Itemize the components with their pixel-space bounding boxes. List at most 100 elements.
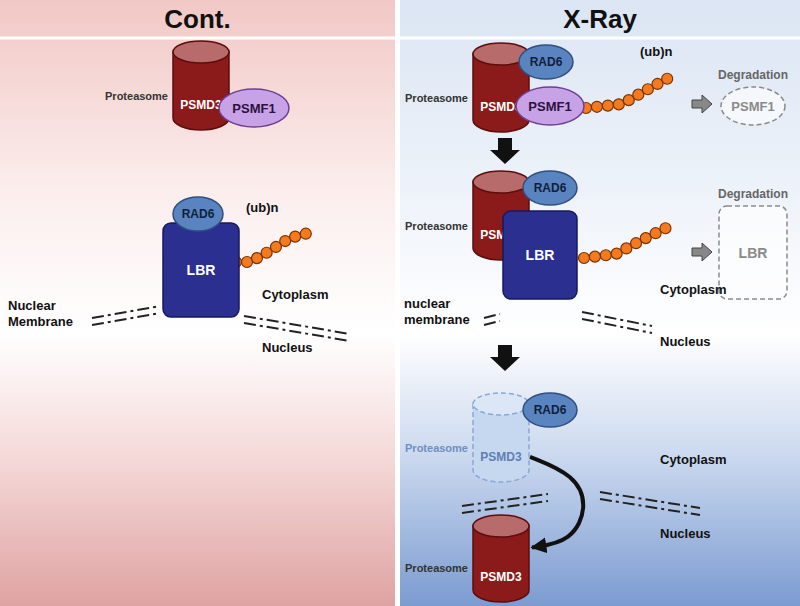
nuclear-membrane	[484, 321, 500, 325]
nuclear-membrane	[244, 316, 350, 334]
protein-ellipse	[523, 171, 577, 205]
protein-ellipse	[523, 393, 577, 427]
protein-name: PSMF1	[232, 101, 275, 116]
nuclear-membrane	[582, 312, 652, 326]
protein-name: PSMF1	[731, 99, 774, 114]
nuclear-membrane	[92, 306, 160, 318]
region-label: (ub)n	[640, 44, 672, 60]
cylinder-cap	[173, 41, 229, 63]
xray-panel: X-RayProteasomePSMD3RAD6PSMF1Degradation…	[400, 0, 800, 606]
header-separator	[0, 37, 395, 40]
header-separator	[400, 37, 800, 40]
ubiquitin-bead	[591, 101, 602, 112]
panel-title: Cont.	[0, 0, 395, 35]
region-label: Cytoplasm	[660, 452, 726, 468]
nuclear-membrane	[462, 501, 548, 513]
translocation-arrow	[530, 457, 583, 548]
ubiquitin-bead	[600, 250, 611, 261]
protein-shape	[472, 514, 530, 602]
step-arrow	[490, 345, 520, 371]
lbr-protein: LBR	[162, 222, 240, 318]
ubiquitin-chain	[581, 73, 673, 113]
nuclear-membrane	[244, 323, 350, 341]
proteasome-cylinder: ProteasomePSMD3	[472, 392, 530, 482]
protein-shape	[472, 392, 530, 482]
protein-name: PSMF1	[528, 99, 571, 114]
protein-ellipse	[721, 87, 785, 125]
ubiquitin-bead	[631, 238, 642, 249]
ubiquitin-bead	[581, 103, 592, 114]
degraded-psmf1: DegradationPSMF1	[720, 86, 786, 126]
protein-name: PSMD3	[480, 570, 521, 584]
rad6-protein: RAD6	[518, 44, 574, 80]
proteasome-label: Proteasome	[405, 442, 468, 454]
region-label: Cytoplasm	[262, 287, 328, 303]
cylinder-cap	[473, 171, 529, 193]
ubiquitin-bead	[652, 78, 663, 89]
cylinder	[473, 515, 529, 602]
proteasome-cylinder: ProteasomePSMD3	[172, 40, 230, 130]
ubiquitin-bead	[300, 228, 311, 239]
panel-title: X-Ray	[400, 0, 800, 35]
protein-name: RAD6	[182, 207, 215, 221]
ubiquitin-bead	[642, 84, 653, 95]
degradation-label: Degradation	[690, 68, 800, 82]
ubiquitin-bead	[270, 241, 281, 252]
ubiquitin-bead	[602, 100, 613, 111]
rad6-protein: RAD6	[522, 392, 578, 428]
ubiquitin-bead	[662, 73, 673, 84]
psmf1-protein: PSMF1	[218, 88, 290, 128]
ubiquitin-bead	[611, 248, 622, 259]
degradation-label: Degradation	[688, 187, 800, 201]
lbr-protein: LBR	[502, 210, 578, 300]
degradation-arrow	[692, 95, 712, 113]
control-panel: Cont.ProteasomePSMD3PSMF1RAD6LBR	[0, 0, 395, 606]
step-arrow	[490, 138, 520, 164]
rad6-protein: RAD6	[522, 170, 578, 206]
protein-name: LBR	[187, 262, 216, 278]
cylinder	[473, 393, 529, 482]
nuclear-membrane	[92, 313, 160, 325]
region-label: Nucleus	[262, 340, 313, 356]
proteasome-label: Proteasome	[105, 90, 168, 102]
region-label: Nuclear Membrane	[8, 298, 84, 329]
ubiquitin-chain	[579, 223, 671, 264]
region-label: (ub)n	[246, 200, 278, 216]
protein-name: RAD6	[534, 403, 567, 417]
protein-ellipse	[219, 89, 289, 127]
psmf1-protein: PSMF1	[515, 86, 585, 126]
ubiquitin-bead	[251, 253, 262, 264]
ubiquitin-bead	[621, 243, 632, 254]
protein-name: RAD6	[534, 181, 567, 195]
protein-name: LBR	[526, 247, 555, 263]
ubiquitin-bead	[579, 253, 590, 264]
nuclear-membrane	[484, 314, 500, 318]
protein-ellipse	[173, 197, 223, 231]
ubiquitin-bead	[290, 231, 301, 242]
nuclear-membrane	[462, 494, 548, 506]
rad6-protein: RAD6	[172, 196, 224, 232]
degradation-arrow	[692, 243, 712, 261]
cylinder-cap	[473, 393, 529, 415]
protein-name: LBR	[739, 245, 768, 261]
degraded-lbr: DegradationLBR	[718, 205, 788, 300]
protein-name: PSMD3	[180, 98, 221, 112]
protein-ellipse	[516, 87, 584, 125]
proteasome-label: Proteasome	[405, 92, 468, 104]
nuclear-membrane	[582, 319, 652, 333]
region-label: Cytoplasm	[660, 282, 726, 298]
protein-box	[163, 223, 239, 317]
ubiquitin-bead	[261, 247, 272, 258]
cylinder	[173, 41, 229, 130]
ubiquitin-bead	[640, 233, 651, 244]
region-label: Nucleus	[660, 334, 711, 350]
protein-name: RAD6	[530, 55, 563, 69]
ubiquitin-bead	[633, 89, 644, 100]
protein-name: PSMD3	[480, 450, 521, 464]
ubiquitin-chain	[231, 228, 312, 267]
ubiquitin-bead	[589, 251, 600, 262]
protein-ellipse	[519, 45, 573, 79]
cylinder-cap	[473, 515, 529, 537]
protein-box	[503, 211, 577, 299]
